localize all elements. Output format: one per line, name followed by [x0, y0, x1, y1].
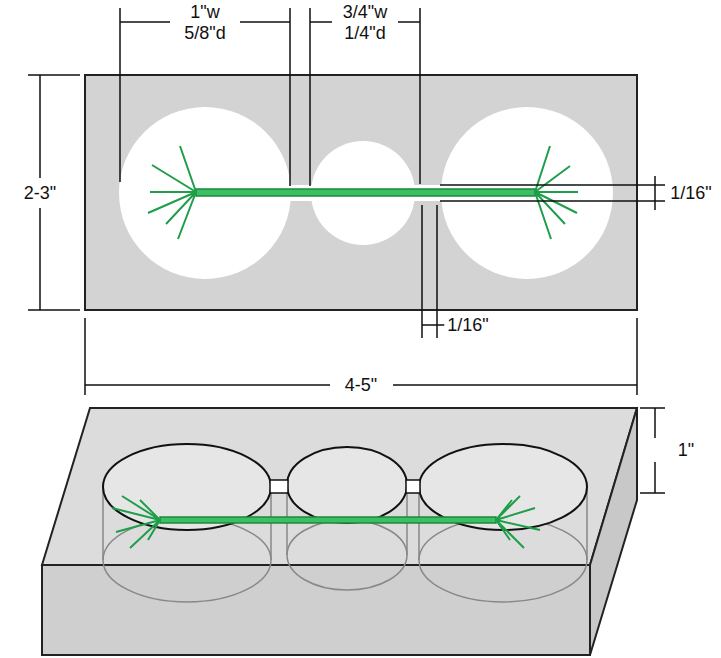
perspective-view-part	[160, 517, 496, 523]
perspective-view-part	[42, 565, 590, 655]
dimension-label: 1"w	[187, 2, 222, 22]
perspective-view	[42, 408, 637, 655]
dimension-label: 1/4"d	[341, 23, 388, 43]
neuron-channel-part	[148, 146, 196, 239]
dimension-lines-part	[120, 8, 420, 186]
dimension-label: 5/8"d	[181, 23, 228, 43]
dimension-label: 1/16"	[667, 183, 714, 203]
perspective-view-part	[270, 480, 420, 493]
perspective-view-part	[42, 408, 637, 565]
dimension-label: 1"	[675, 440, 697, 460]
neuron-channel-part	[196, 189, 535, 196]
dimension-label: 3/4"w	[340, 2, 390, 22]
perspective-view-part	[112, 496, 160, 548]
top-view-part	[85, 75, 637, 310]
perspective-view-part	[287, 520, 407, 590]
perspective-view-part	[287, 447, 407, 523]
perspective-view-part	[103, 444, 587, 530]
dimension-label: 2-3"	[21, 183, 59, 203]
dimension-lines-part	[85, 318, 637, 395]
dimension-lines-part	[640, 408, 665, 493]
dimension-lines-part	[422, 205, 445, 338]
perspective-view-part	[112, 496, 540, 548]
top-view	[85, 75, 637, 310]
perspective-view-part	[496, 496, 540, 548]
dimension-label: 1/16"	[444, 315, 491, 335]
dimension-lines-part	[440, 176, 665, 210]
perspective-view-part	[590, 408, 637, 655]
neuron-channel-part	[535, 146, 578, 239]
neuron-channel	[148, 146, 578, 239]
dimension-label: 4-5"	[342, 375, 380, 395]
